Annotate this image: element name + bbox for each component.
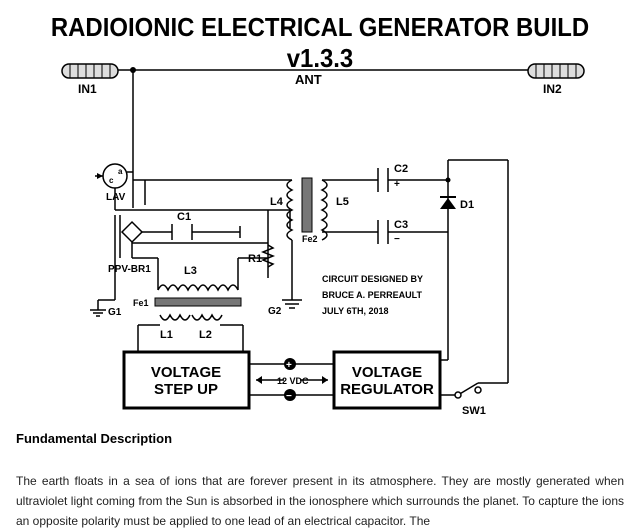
label-l5: L5 (336, 196, 349, 208)
coil-l3 (157, 284, 239, 292)
label-c1: C1 (177, 211, 191, 223)
label-c2-plus: + (394, 179, 400, 190)
plus-terminal (284, 358, 296, 370)
description-text: The earth floats in a sea of ions that a… (16, 471, 624, 531)
minus-terminal (284, 389, 296, 401)
label-plus-terminal: + (286, 360, 292, 371)
label-meter-a: a (118, 167, 123, 176)
credit-line-1: CIRCUIT DESIGNED BY (322, 274, 423, 284)
diode-d1 (440, 196, 456, 209)
label-l1: L1 (160, 329, 173, 341)
label-r1: R1 (248, 253, 262, 265)
page-title: RADIOIONIC ELECTRICAL GENERATOR BUILD v1… (50, 12, 590, 73)
coil-l5 (320, 179, 328, 241)
core-fe2 (301, 177, 313, 233)
credit-line-3: JULY 6TH, 2018 (322, 306, 389, 316)
section-heading: Fundamental Description (16, 431, 173, 446)
label-c2: C2 (394, 163, 408, 175)
label-d1: D1 (460, 199, 474, 211)
label-meter-c: c (109, 176, 114, 185)
label-g1: G1 (108, 307, 122, 318)
label-in1: IN1 (78, 82, 97, 96)
circuit-schematic: ANT IN1 IN2 a c LAV C1 R1 PPV-BR1 G1 G2 … (61, 63, 585, 417)
voltage-regulator-box (332, 350, 442, 410)
label-l4: L4 (270, 196, 284, 208)
coil-l4 (286, 179, 294, 241)
label-ant: ANT (295, 72, 322, 87)
step-up-label-line2: STEP UP (154, 381, 218, 398)
antenna-insulator-in1 (61, 63, 119, 79)
label-c3: C3 (394, 219, 408, 231)
voltage-step-up-box (122, 350, 251, 410)
label-l3: L3 (184, 265, 197, 277)
label-in2: IN2 (543, 82, 562, 96)
label-sw1: SW1 (462, 405, 486, 417)
regulator-label-line1: VOLTAGE (352, 364, 422, 381)
label-ppv-br1: PPV-BR1 (108, 264, 151, 275)
label-l2: L2 (199, 329, 212, 341)
regulator-label-line2: REGULATOR (340, 381, 434, 398)
label-fe1: Fe1 (133, 298, 149, 308)
antenna-insulator-in2 (527, 63, 585, 79)
coil-l1 (159, 313, 191, 321)
label-lav: LAV (106, 192, 126, 203)
credit-line-2: BRUCE A. PERREAULT (322, 290, 423, 300)
resistor-r1 (260, 244, 276, 268)
label-minus-terminal: − (286, 391, 292, 402)
step-up-label-line1: VOLTAGE (151, 364, 221, 381)
coil-l2 (191, 313, 223, 321)
core-fe1 (154, 297, 242, 307)
description-paragraph: The earth floats in a sea of ions that a… (16, 474, 624, 528)
label-fe2: Fe2 (302, 234, 318, 244)
label-g2: G2 (268, 306, 282, 317)
label-12vdc: 12 VDC (277, 376, 309, 386)
label-c3-minus: − (394, 234, 400, 245)
